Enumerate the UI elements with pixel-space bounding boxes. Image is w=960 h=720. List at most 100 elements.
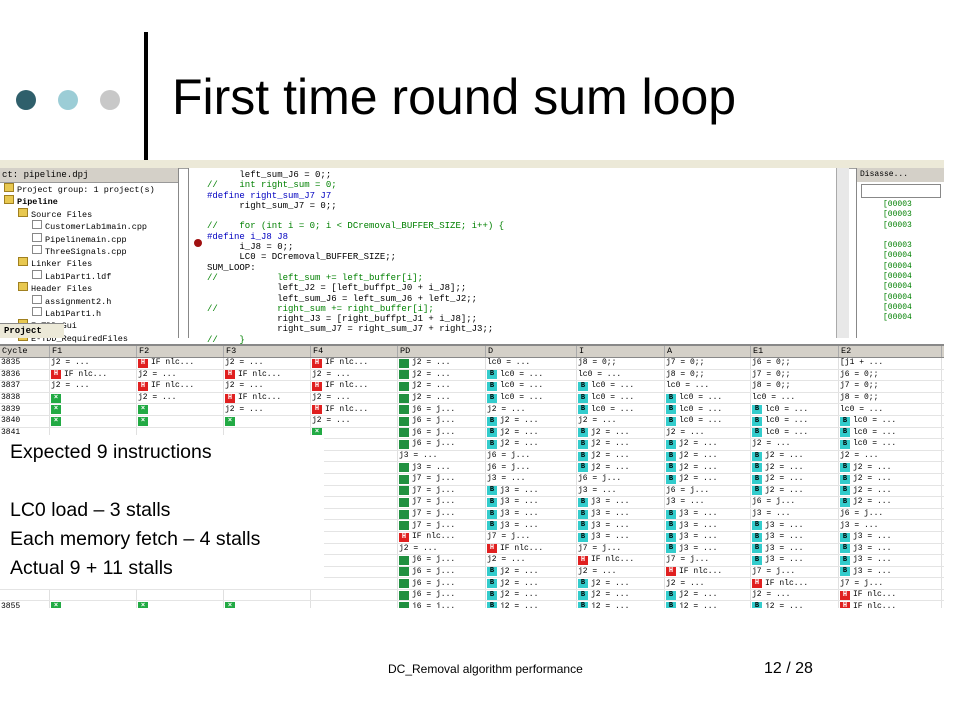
project-tree-item[interactable]: Header Files (0, 282, 178, 294)
stage-text: IF nlc... (238, 393, 282, 403)
project-tree-item[interactable]: Source Files (0, 207, 178, 220)
stage-cell: j7 = j... (577, 543, 665, 555)
stage-text: j7 = 0;; (840, 381, 879, 391)
code-line[interactable]: SUM_LOOP: (207, 262, 256, 273)
pipeline-column-header[interactable]: F2 (137, 346, 224, 357)
project-tree-item[interactable]: ThreeSignals.cpp (0, 244, 178, 257)
disassembly-row[interactable]: [00004 (883, 282, 912, 292)
pipeline-column-header[interactable]: D (486, 346, 577, 357)
annotation-box: Expected 9 instructions LC0 load – 3 sta… (0, 435, 324, 589)
stage-text: lc0 = ... (752, 393, 796, 403)
code-line[interactable]: left_sum_J6 = 0;; (207, 170, 332, 180)
bubble-marker-icon: B (487, 428, 497, 438)
disassembly-row[interactable]: [00004 (883, 251, 912, 261)
code-line[interactable]: #define right_sum_J7 J7 (207, 190, 332, 201)
stage-cell: j2 = ... (398, 358, 486, 369)
stage-cell: j2 = ... (486, 404, 577, 415)
disassembly-row[interactable]: [00004 (883, 272, 912, 282)
code-line[interactable]: left_J2 = [left_buffpt_J0 + i_J8];; (207, 283, 467, 294)
disassembly-row[interactable] (857, 231, 944, 241)
project-tree-label: Pipeline (17, 197, 58, 208)
code-line[interactable]: #define i_J8 J8 (207, 231, 289, 242)
code-line[interactable]: right_sum_J7 = 0;; (207, 200, 337, 211)
stage-text: j7 = 0;; (666, 358, 705, 368)
disassembly-lines[interactable]: [00003[00003[00003[00003[00004[00004[000… (857, 200, 944, 324)
pipeline-column-header[interactable]: F1 (50, 346, 137, 357)
code-line[interactable]: // } (207, 334, 245, 345)
stage-cell: j6 = j... (398, 601, 486, 608)
stage-cell: j7 = 0;; (751, 369, 839, 381)
project-tree-item[interactable]: Pipeline (0, 195, 178, 207)
disassembly-address-select[interactable] (861, 184, 941, 198)
stage-text: j8 = 0;; (578, 358, 617, 368)
pipeline-column-header[interactable]: I (577, 346, 665, 357)
code-line[interactable]: // left_sum += left_buffer[i]; (207, 272, 424, 283)
disassembly-row[interactable]: [00004 (883, 313, 912, 323)
disassembly-row[interactable]: [00003 (883, 210, 912, 220)
project-tree-item[interactable]: CustomerLab1main.cpp (0, 220, 178, 232)
disassembly-row[interactable]: [00003 (883, 241, 912, 251)
code-editor[interactable]: left_sum_J6 = 0;;// int right_sum = 0;#d… (188, 168, 849, 356)
pipeline-column-header[interactable]: F3 (224, 346, 311, 357)
pipeline-column-header[interactable]: Cycle (0, 346, 50, 357)
stage-cell: j6 = j... (398, 578, 486, 589)
pipeline-column-header[interactable]: PD (398, 346, 486, 357)
stage-text: j3 = ... (765, 520, 804, 530)
disassembly-row[interactable]: [00003 (883, 220, 912, 230)
code-line[interactable]: right_J3 = [right_buffpt_J1 + i_J8];; (207, 314, 478, 325)
page-number: 12 / 28 (764, 660, 813, 677)
code-line[interactable]: LC0 = DCremoval_BUFFER_SIZE;; (207, 252, 397, 263)
code-line[interactable] (189, 211, 849, 221)
disassembly-row[interactable]: [00004 (883, 261, 912, 271)
pipeline-column-header[interactable]: F4 (311, 346, 398, 357)
slide-footer: DC_Removal algorithm performance (388, 662, 583, 676)
code-line[interactable]: left_sum_J6 = left_sum_J6 + left_J2;; (207, 293, 478, 304)
ide-screenshot: ct: pipeline.dpj Project group: 1 projec… (0, 160, 944, 608)
stage-text: j3 = ... (765, 543, 804, 553)
project-tree-item[interactable]: assignment2.h (0, 294, 178, 307)
bubble-marker-icon: B (666, 544, 676, 554)
code-line[interactable]: // int right_sum = 0; (207, 180, 337, 191)
code-lines[interactable]: left_sum_J6 = 0;;// int right_sum = 0;#d… (189, 168, 849, 356)
breakpoint-icon[interactable] (194, 239, 202, 247)
stage-text: j3 = ... (487, 474, 526, 484)
bubble-marker-icon: B (666, 393, 676, 403)
stage-text: j3 = ... (679, 543, 718, 553)
stage-cell: j2 = ... (398, 543, 486, 555)
code-line[interactable]: // right_sum += right_buffer[i]; (207, 303, 434, 314)
disassembly-row[interactable]: [00004 (883, 302, 912, 312)
stage-cell (311, 508, 398, 520)
project-tree-item[interactable]: Lab1Part1.h (0, 306, 178, 319)
disassembly-row[interactable]: [00003 (883, 200, 912, 209)
stage-cell: j3 = ... (398, 462, 486, 473)
stage-text: j2 = ... (500, 590, 539, 600)
tab-project[interactable]: Project (0, 323, 64, 338)
project-tree-item[interactable]: Lab1Part1.ldf (0, 269, 178, 282)
project-tree-item[interactable]: Project group: 1 project(s) (0, 183, 178, 195)
stage-text: j3 = ... (853, 555, 892, 565)
code-line[interactable]: right_sum_J7 = right_sum_J7 + right_J3;; (207, 324, 494, 335)
stage-text: j3 = ... (765, 555, 804, 565)
project-tree-item[interactable]: Linker Files (0, 257, 178, 269)
stage-cell: j8 = 0;; (665, 369, 751, 381)
stage-text: lc0 = ... (853, 427, 897, 437)
editor-scrollbar[interactable] (836, 168, 849, 338)
stage-text: j3 = ... (840, 520, 879, 530)
bubble-marker-icon: B (840, 544, 850, 554)
pipeline-column-header[interactable]: A (665, 346, 751, 357)
pipeline-column-header[interactable]: E1 (751, 346, 839, 357)
stage-text: j3 = ... (591, 520, 630, 530)
project-tree-item[interactable]: Pipelinemain.cpp (0, 232, 178, 245)
pipeline-column-header[interactable]: E2 (839, 346, 942, 357)
code-line[interactable]: // for (int i = 0; i < DCremoval_BUFFER_… (207, 221, 505, 232)
disassembly-row[interactable]: [00004 (883, 292, 912, 302)
code-line[interactable]: i_J8 = 0;; (207, 242, 294, 253)
